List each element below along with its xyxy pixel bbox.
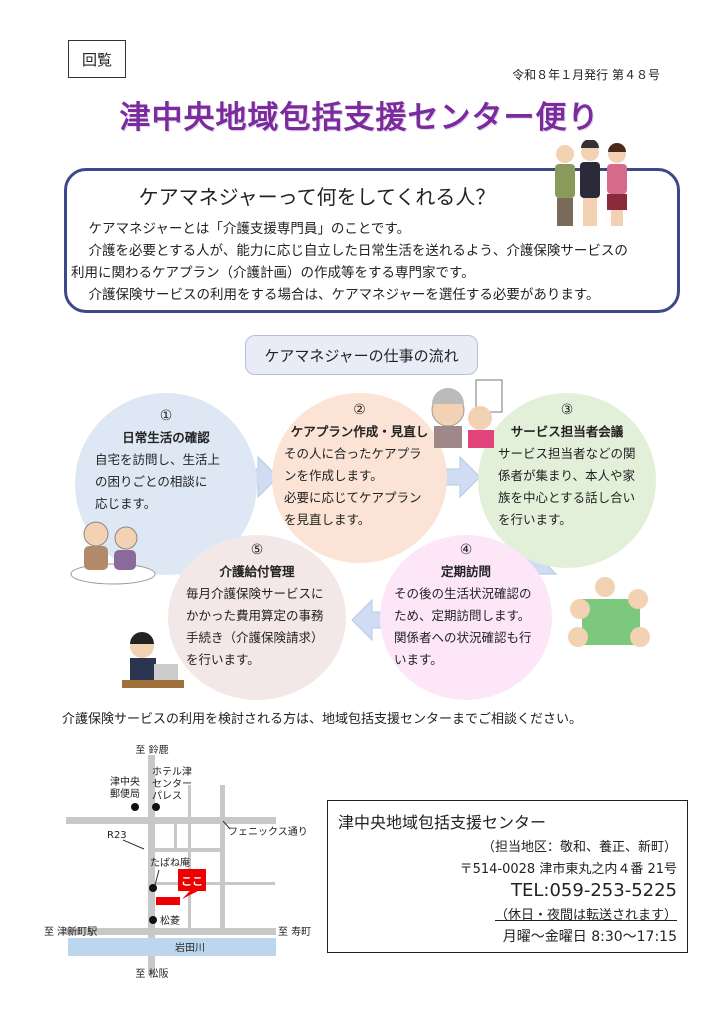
office-worker-illustration bbox=[122, 632, 184, 688]
step-line: ンを作成します。 bbox=[284, 468, 383, 483]
intro-line: ケアマネジャーとは「介護支援専門員」のことです。 bbox=[88, 221, 411, 237]
step-title: 日常生活の確認 bbox=[122, 430, 210, 445]
step-body: その後の生活状況確認の ため、定期訪問します。 関係者への状況確認も行 います。 bbox=[380, 583, 552, 671]
step-line: かかった費用算定の事務 bbox=[186, 608, 324, 623]
step-line: を見直します。 bbox=[284, 512, 371, 527]
tel-label: TEL: bbox=[511, 880, 550, 901]
circulation-box: 回覧 bbox=[68, 40, 126, 78]
address: 〒514-0028 津市東丸之内４番 21号 bbox=[459, 862, 677, 877]
step-line: 手続き（介護保険請求） bbox=[186, 630, 324, 645]
tabaneam-label: たばね庵 bbox=[150, 856, 190, 869]
step-2-circle: ② ケアプラン作成・見直し その人に合ったケアプラ ンを作成します。 必要に応じ… bbox=[272, 393, 447, 563]
step-4-circle: ④ 定期訪問 その後の生活状況確認の ため、定期訪問します。 関係者への状況確認… bbox=[380, 535, 552, 700]
step-line: その後の生活状況確認の bbox=[394, 586, 532, 601]
step-number: ① bbox=[159, 408, 173, 424]
step-body: その人に合ったケアプラ ンを作成します。 必要に応じてケアプラン を見直します。 bbox=[272, 443, 447, 531]
step-number: ③ bbox=[560, 402, 574, 418]
step-body: 毎月介護保険サービスに かかった費用算定の事務 手続き（介護保険請求） を行いま… bbox=[168, 583, 346, 671]
people-illustration bbox=[555, 140, 627, 226]
step-line: 毎月介護保険サービスに bbox=[186, 586, 324, 601]
office-hours: 月曜～金曜日 8:30～17:15 bbox=[502, 929, 677, 945]
center-location-marker bbox=[156, 897, 180, 905]
service-area: （担当地区：敬和、養正、新町） bbox=[481, 840, 677, 855]
hotel-marker bbox=[152, 803, 160, 811]
matsubishi-label: 松菱 bbox=[160, 914, 180, 927]
river-label: 岩田川 bbox=[175, 941, 205, 954]
to-tsushinmachi-label: 至 津新町駅 bbox=[44, 925, 97, 938]
careplan-illustration bbox=[431, 379, 503, 448]
post-office-label: 郵便局 bbox=[110, 787, 140, 800]
meeting-illustration bbox=[568, 577, 650, 647]
step-line: 族を中心とする話し合い bbox=[498, 490, 636, 505]
intro-line: 介護保険サービスの利用をする場合は、ケアマネジャーを選任する必要があります。 bbox=[88, 287, 600, 303]
step-body: サービス担当者などの関 係者が集まり、本人や家 族を中心とする話し合い を行いま… bbox=[478, 443, 656, 531]
r23-label: R23 bbox=[107, 830, 127, 841]
step-line: サービス担当者などの関 bbox=[498, 446, 636, 461]
step-line: の困りごとの相談に bbox=[95, 474, 208, 489]
step-number: ② bbox=[353, 402, 366, 418]
step-line: 係者が集まり、本人や家 bbox=[498, 468, 636, 483]
here-callout bbox=[178, 869, 206, 891]
step-line: を行います。 bbox=[498, 512, 572, 527]
step-body: 自宅を訪問し、生活上 の困りごとの相談に 応じます。 bbox=[75, 449, 257, 515]
consultation-note: 介護保険サービスの利用を検討される方は、地域包括支援センターまでご相談ください。 bbox=[62, 712, 583, 727]
tel-number: 059-253-5225 bbox=[549, 880, 677, 901]
transfer-note: （休日・夜間は転送されます） bbox=[494, 908, 677, 923]
flow-title: ケアマネジャーの仕事の流れ bbox=[245, 335, 478, 375]
intro-heading: ケアマネジャーって何をしてくれる人？ bbox=[138, 185, 496, 209]
elderly-couple-illustration bbox=[70, 521, 156, 585]
post-office-label: 津中央 bbox=[110, 775, 140, 788]
hotel-label: ホテル津 bbox=[152, 766, 192, 778]
post-office-marker bbox=[131, 803, 139, 811]
step-title: 定期訪問 bbox=[440, 564, 491, 579]
to-kotobukicho-label: 至 寿町 bbox=[278, 925, 311, 938]
step-number: ④ bbox=[459, 542, 473, 558]
newsletter-title: 津中央地域包括支援センター便り bbox=[119, 100, 600, 136]
intro-line: 利用に関わるケアプラン（介護計画）の作成等をする専門家です。 bbox=[71, 265, 475, 281]
step-line: 応じます。 bbox=[95, 496, 157, 511]
intro-line: 介護を必要とする人が、能力に応じ自立した日常生活を送れるよう、介護保険サービスの bbox=[88, 243, 628, 259]
step-line: を行います。 bbox=[186, 652, 260, 667]
step-title: 介護給付管理 bbox=[219, 564, 295, 579]
issue-date: 令和８年１月発行 第４８号 bbox=[512, 68, 660, 82]
step-number: ⑤ bbox=[250, 542, 264, 558]
center-name: 津中央地域包括支援センター bbox=[338, 813, 547, 832]
step-line: その人に合ったケアプラ bbox=[284, 446, 422, 461]
step-line: 自宅を訪問し、生活上 bbox=[95, 452, 221, 467]
matsubishi-marker bbox=[149, 916, 157, 924]
step-line: います。 bbox=[394, 652, 443, 667]
tabaneam-marker bbox=[149, 884, 157, 892]
intro-card: ケアマネジャーって何をしてくれる人？ ケアマネジャーとは「介護支援専門員」のこと… bbox=[64, 168, 680, 313]
to-matsusaka-label: 至 松阪 bbox=[135, 967, 168, 980]
contact-box: 津中央地域包括支援センター （担当地区：敬和、養正、新町） 〒514-0028 … bbox=[327, 800, 688, 953]
access-map[interactable]: 至 鈴鹿 津中央 郵便局 ホテル津 センター パレス R23 フェニックス通り … bbox=[40, 745, 330, 980]
hotel-label: センター bbox=[152, 778, 192, 790]
hotel-label: パレス bbox=[152, 790, 182, 802]
here-label: ここ bbox=[181, 875, 203, 888]
to-suzuka-label: 至 鈴鹿 bbox=[135, 745, 168, 756]
step-5-circle: ⑤ 介護給付管理 毎月介護保険サービスに かかった費用算定の事務 手続き（介護保… bbox=[168, 535, 346, 700]
step-line: ため、定期訪問します。 bbox=[394, 608, 531, 623]
step-title: サービス担当者会議 bbox=[510, 424, 624, 439]
step-line: 必要に応じてケアプラン bbox=[284, 490, 422, 505]
step-line: 関係者への状況確認も行 bbox=[394, 630, 532, 645]
phone[interactable]: TEL:059-253-5225 bbox=[338, 880, 677, 901]
phoenix-street-label: フェニックス通り bbox=[228, 826, 308, 838]
step-3-circle: ③ サービス担当者会議 サービス担当者などの関 係者が集まり、本人や家 族を中心… bbox=[478, 393, 656, 568]
step-title: ケアプラン作成・見直し bbox=[290, 424, 429, 439]
